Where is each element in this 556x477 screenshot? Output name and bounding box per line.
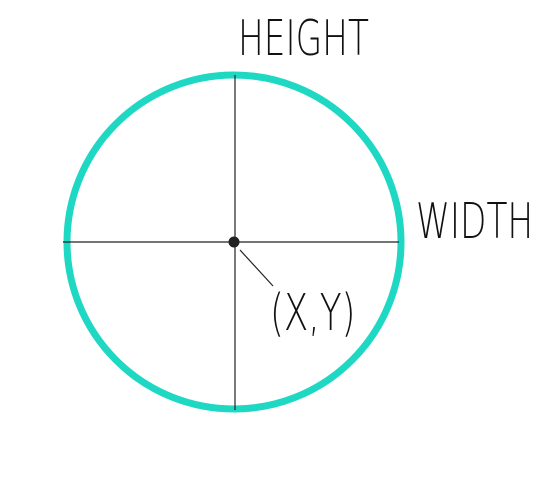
width-label: WIDTH bbox=[416, 193, 534, 250]
height-label: HEIGHT bbox=[238, 10, 369, 67]
center-leader-line bbox=[239, 249, 274, 287]
center-point bbox=[228, 236, 240, 248]
center-coordinates-label: (X,Y) bbox=[270, 284, 356, 343]
